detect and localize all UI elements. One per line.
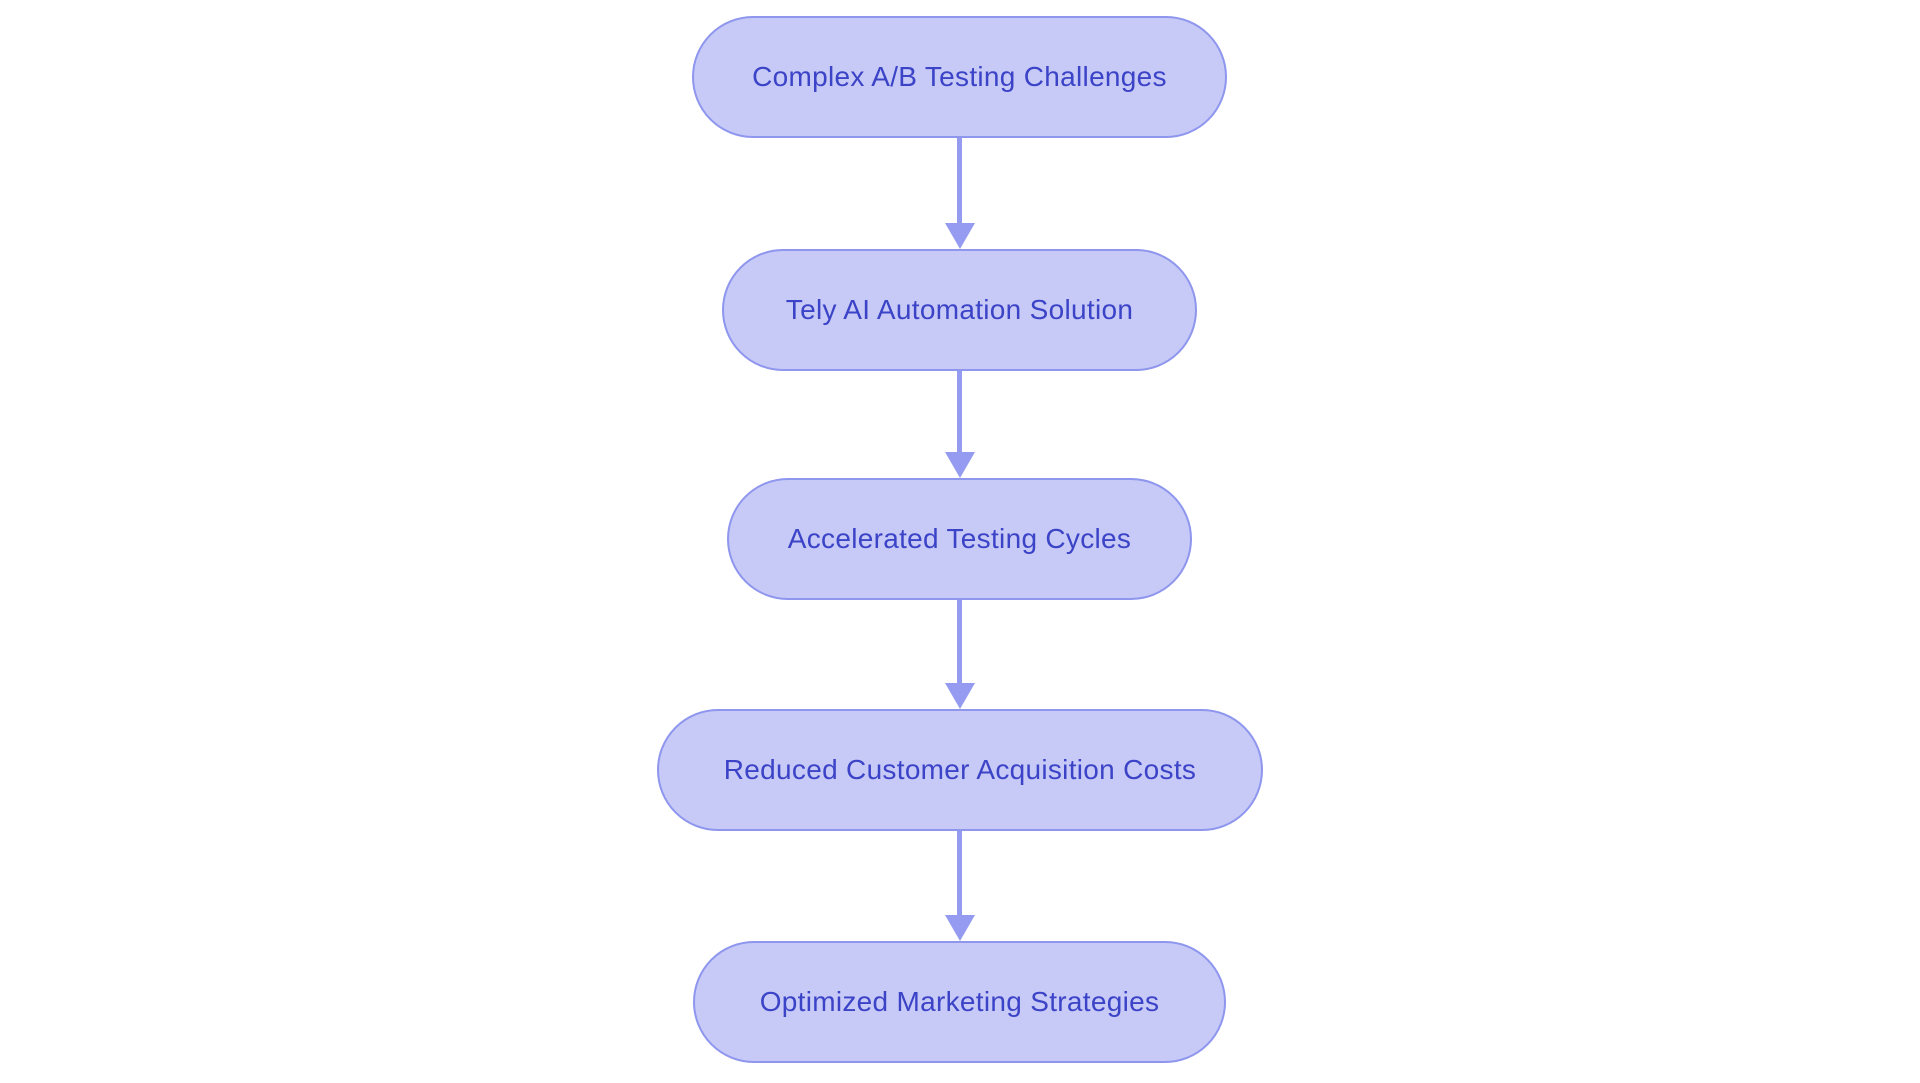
- flow-node-label: Accelerated Testing Cycles: [787, 523, 1132, 554]
- flow-node-optimized-marketing-strategies: Optimized Marketing Strategies: [693, 941, 1226, 1063]
- flow-node-complex-ab-testing-challenges: Complex A/B Testing Challenges: [692, 16, 1227, 138]
- flow-node-label: Reduced Customer Acquisition Costs: [723, 754, 1197, 785]
- arrow-line: [957, 600, 962, 685]
- flow-node-label: Tely AI Automation Solution: [785, 294, 1134, 325]
- arrow-line: [957, 831, 962, 917]
- arrow-down-icon: [945, 915, 975, 941]
- flow-node-accelerated-testing-cycles: Accelerated Testing Cycles: [727, 478, 1192, 600]
- flow-node-label: Optimized Marketing Strategies: [759, 986, 1160, 1017]
- flow-node-tely-ai-automation-solution: Tely AI Automation Solution: [722, 249, 1197, 371]
- flow-node-label: Complex A/B Testing Challenges: [752, 61, 1167, 92]
- arrow-down-icon: [945, 223, 975, 249]
- flow-node-reduced-customer-acquisition-costs: Reduced Customer Acquisition Costs: [657, 709, 1263, 831]
- arrow-down-icon: [945, 452, 975, 478]
- arrow-line: [957, 371, 962, 454]
- arrow-down-icon: [945, 683, 975, 709]
- arrow-line: [957, 138, 962, 225]
